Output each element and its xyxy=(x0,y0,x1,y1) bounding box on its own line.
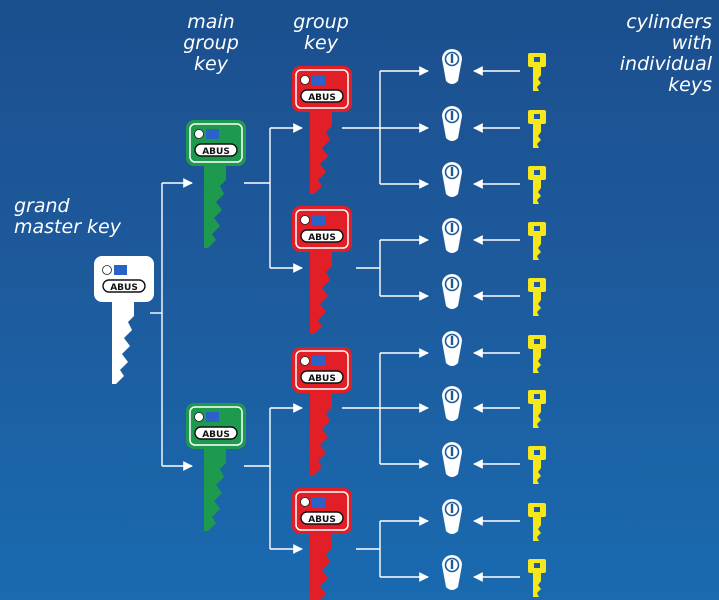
key-head xyxy=(292,347,352,393)
key-emblem xyxy=(312,356,325,366)
individual-key-icon xyxy=(528,503,546,541)
abus-logo-text: ABUS xyxy=(308,515,336,525)
cylinder-icon xyxy=(442,218,462,253)
key-head xyxy=(292,66,352,112)
key-emblem xyxy=(206,412,219,422)
group-key-icon: ABUS xyxy=(292,206,352,334)
key-emblem xyxy=(312,497,325,507)
cylinder-icon xyxy=(442,331,462,366)
key-logo xyxy=(194,129,204,139)
abus-logo-text: ABUS xyxy=(110,283,138,293)
key-blade xyxy=(310,110,332,194)
key-head xyxy=(94,256,154,302)
abus-logo-text: ABUS xyxy=(308,233,336,243)
abus-badge xyxy=(194,143,238,157)
group-key-icon: ABUS xyxy=(292,347,352,475)
individual-key-icon xyxy=(528,446,546,484)
individual-key-icon xyxy=(528,222,546,260)
key-head-border xyxy=(295,69,349,109)
abus-logo-text: ABUS xyxy=(308,374,336,384)
key-logo xyxy=(300,356,310,366)
cylinder-icon xyxy=(442,442,462,477)
grand-master-key-label: grand master key xyxy=(14,195,121,238)
grand-master-key-icon: ABUS xyxy=(94,256,154,384)
key-head xyxy=(186,120,246,166)
group-key-icon: ABUS xyxy=(292,66,352,194)
key-head-border xyxy=(295,491,349,531)
abus-badge xyxy=(300,370,344,384)
key-blade xyxy=(310,250,332,334)
individual-key-icon xyxy=(528,166,546,204)
key-blade xyxy=(204,164,226,248)
key-emblem xyxy=(206,129,219,139)
abus-badge xyxy=(300,229,344,243)
key-head xyxy=(292,488,352,534)
abus-badge xyxy=(194,426,238,440)
key-head-border xyxy=(295,350,349,390)
abus-badge xyxy=(102,279,146,293)
key-emblem xyxy=(312,75,325,85)
individual-key-icon xyxy=(528,110,546,148)
cylinder-icon xyxy=(442,162,462,197)
abus-badge xyxy=(300,89,344,103)
key-head xyxy=(292,206,352,252)
key-blade xyxy=(310,532,332,600)
key-blade xyxy=(112,300,134,384)
cylinder-icon xyxy=(442,499,462,534)
key-logo xyxy=(300,75,310,85)
key-head xyxy=(186,403,246,449)
key-emblem xyxy=(312,215,325,225)
key-blade xyxy=(310,391,332,475)
key-head-border xyxy=(189,406,243,446)
key-head-border xyxy=(295,209,349,249)
cylinder-icon xyxy=(442,106,462,141)
key-blade xyxy=(204,447,226,531)
cylinder-icon xyxy=(442,274,462,309)
cylinder-icon xyxy=(442,49,462,84)
individual-key-icon xyxy=(528,53,546,91)
cylinder-icon xyxy=(442,386,462,421)
abus-logo-text: ABUS xyxy=(202,147,230,157)
key-emblem xyxy=(114,265,127,275)
key-head-border xyxy=(189,123,243,163)
individual-key-icon xyxy=(528,390,546,428)
key-logo xyxy=(300,497,310,507)
abus-badge xyxy=(300,511,344,525)
cylinder-icon xyxy=(442,555,462,590)
key-logo xyxy=(194,412,204,422)
cylinders-label: cylinders with individual keys xyxy=(619,11,712,96)
abus-logo-text: ABUS xyxy=(308,93,336,103)
abus-logo-text: ABUS xyxy=(202,430,230,440)
individual-key-icon xyxy=(528,335,546,373)
key-logo xyxy=(300,215,310,225)
individual-key-icon xyxy=(528,278,546,316)
individual-key-icon xyxy=(528,559,546,597)
key-head-border xyxy=(97,259,151,299)
key-logo xyxy=(102,265,112,275)
main-group-key-icon: ABUS xyxy=(186,120,246,248)
main-group-key-icon: ABUS xyxy=(186,403,246,531)
group-key-icon: ABUS xyxy=(292,488,352,600)
group-key-label: group key xyxy=(293,11,349,54)
main-group-key-label: main group key xyxy=(183,11,239,75)
